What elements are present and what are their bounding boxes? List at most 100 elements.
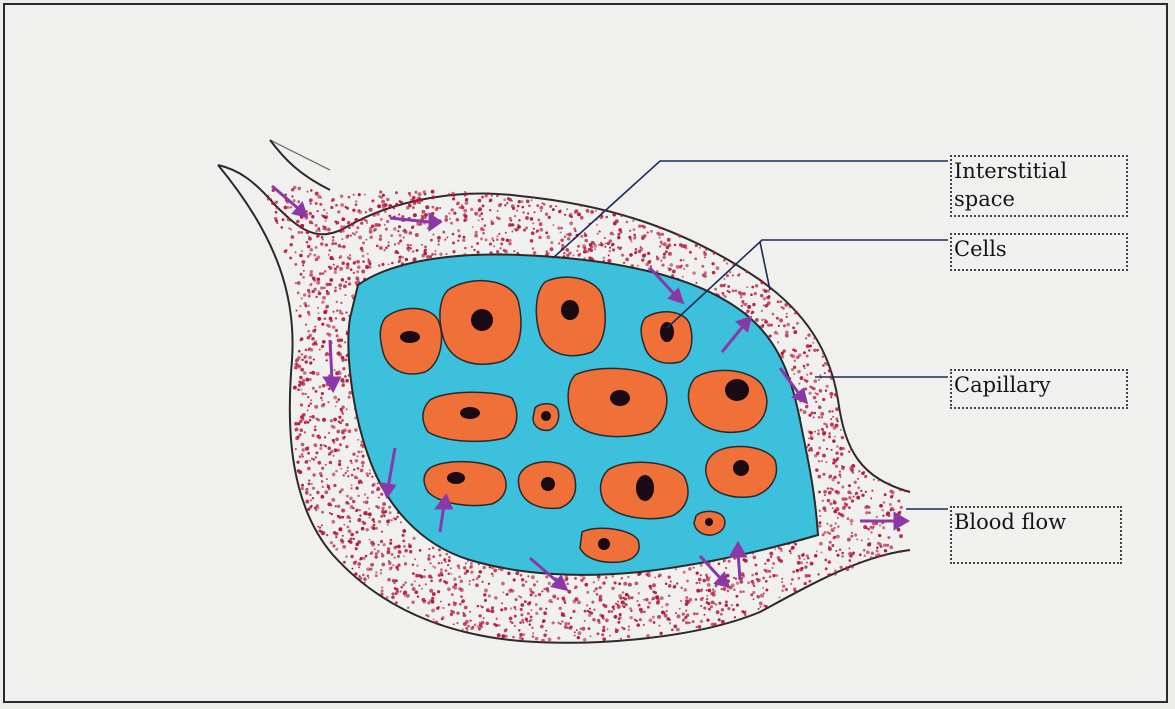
blood-dot xyxy=(886,511,890,515)
blood-dot xyxy=(812,342,814,344)
blood-dot xyxy=(378,264,381,267)
blood-dot xyxy=(757,580,759,582)
blood-dot xyxy=(388,506,391,509)
blood-dot xyxy=(412,250,414,252)
blood-dot xyxy=(460,595,463,598)
blood-dot xyxy=(883,554,886,557)
blood-dot xyxy=(359,509,362,512)
blood-dot xyxy=(297,388,300,391)
blood-dot xyxy=(407,607,409,609)
blood-dot xyxy=(365,500,369,504)
blood-dot xyxy=(597,632,600,635)
blood-dot xyxy=(400,521,402,523)
blood-dot xyxy=(672,269,676,273)
blood-dot xyxy=(777,341,779,343)
blood-dot xyxy=(877,553,881,557)
blood-dot xyxy=(306,460,308,462)
blood-dot xyxy=(614,615,618,619)
blood-dot xyxy=(380,515,383,518)
blood-dot xyxy=(363,577,367,581)
blood-dot xyxy=(312,387,315,390)
blood-dot xyxy=(515,598,518,601)
blood-dot xyxy=(529,623,532,626)
blood-dot xyxy=(589,608,591,610)
blood-dot xyxy=(759,602,763,606)
blood-dot xyxy=(336,265,339,268)
blood-dot xyxy=(338,527,342,531)
blood-dot xyxy=(386,198,389,201)
blood-dot xyxy=(596,233,598,235)
blood-dot xyxy=(491,220,493,222)
blood-dot xyxy=(739,590,742,593)
blood-dot xyxy=(341,516,344,519)
blood-dot xyxy=(319,349,321,351)
blood-dot xyxy=(323,209,325,211)
blood-dot xyxy=(296,310,298,312)
blood-dot xyxy=(473,249,475,251)
blood-dot xyxy=(355,531,358,534)
blood-dot xyxy=(335,371,339,375)
blood-dot xyxy=(321,480,324,483)
blood-dot xyxy=(463,209,467,213)
blood-dot xyxy=(588,627,591,630)
blood-dot xyxy=(723,259,726,262)
blood-dot xyxy=(425,217,427,219)
blood-dot xyxy=(722,292,725,295)
blood-dot xyxy=(336,301,338,303)
blood-dot xyxy=(636,623,639,626)
blood-dot xyxy=(841,555,844,558)
blood-dot xyxy=(365,220,368,223)
blood-dot xyxy=(341,406,344,409)
blood-dot xyxy=(518,595,520,597)
blood-dot xyxy=(325,464,327,466)
blood-dot xyxy=(656,232,659,235)
blood-dot xyxy=(501,602,503,604)
blood-dot xyxy=(609,239,612,242)
blood-dot xyxy=(779,318,783,322)
blood-dot xyxy=(786,313,788,315)
blood-dot xyxy=(602,637,606,641)
blood-dot xyxy=(313,359,315,361)
blood-dot xyxy=(384,224,386,226)
blood-dot xyxy=(310,189,313,192)
blood-dot xyxy=(767,323,771,327)
blood-dot xyxy=(799,557,801,559)
blood-dot xyxy=(383,543,386,546)
blood-dot xyxy=(335,505,337,507)
blood-dot xyxy=(356,260,360,264)
blood-dot xyxy=(346,330,348,332)
blood-dot xyxy=(804,565,807,568)
blood-dot xyxy=(515,571,519,575)
blood-dot xyxy=(828,532,831,535)
blood-dot xyxy=(583,638,587,642)
blood-dot xyxy=(615,629,619,633)
blood-dot xyxy=(301,250,303,252)
blood-dot xyxy=(856,538,858,540)
blood-dot xyxy=(635,248,638,251)
blood-dot xyxy=(576,250,578,252)
blood-dot xyxy=(312,434,315,437)
blood-dot xyxy=(319,203,322,206)
blood-dot xyxy=(513,250,515,252)
blood-dot xyxy=(448,603,451,606)
blood-dot xyxy=(322,384,325,387)
blood-dot xyxy=(393,517,395,519)
label-cells: Cells xyxy=(950,233,1128,271)
blood-dot xyxy=(511,204,515,208)
blood-dot xyxy=(598,579,600,581)
blood-dot xyxy=(389,511,392,514)
blood-dot xyxy=(824,372,826,374)
blood-dot xyxy=(399,239,402,242)
blood-dot xyxy=(463,236,466,239)
blood-dot xyxy=(457,564,460,567)
nucleus xyxy=(705,518,713,526)
blood-dot xyxy=(299,339,302,342)
blood-dot xyxy=(398,225,401,228)
blood-dot xyxy=(342,367,345,370)
blood-dot xyxy=(350,533,354,537)
blood-dot xyxy=(314,429,317,432)
blood-dot xyxy=(884,493,887,496)
blood-dot xyxy=(478,199,482,203)
blood-dot xyxy=(713,251,716,254)
blood-dot xyxy=(387,244,390,247)
